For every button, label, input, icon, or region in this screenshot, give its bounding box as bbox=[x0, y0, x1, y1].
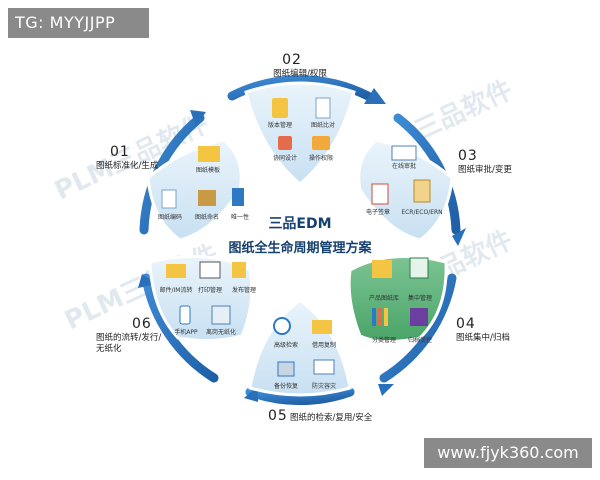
sector-number: 05 bbox=[268, 408, 288, 424]
watermark: 三品软件 bbox=[410, 75, 517, 146]
center-subtitle: 图纸全生命周期管理方案 bbox=[228, 240, 372, 256]
arrowhead-icon bbox=[190, 110, 206, 126]
document-icon bbox=[161, 189, 177, 209]
arrowhead-icon bbox=[452, 228, 466, 246]
sector-title: 图纸审批/变更 bbox=[458, 164, 512, 175]
item-label: 分类管理 bbox=[372, 336, 396, 344]
sector-number: 04 bbox=[456, 316, 476, 332]
item-label: 发布管理 bbox=[232, 286, 256, 294]
sector-title: 无纸化 bbox=[96, 343, 122, 354]
permission-icon bbox=[312, 136, 330, 150]
sector-number: 01 bbox=[110, 144, 130, 160]
printer-icon bbox=[199, 261, 221, 279]
item-label: 打印管理 bbox=[198, 286, 222, 294]
stamp-icon bbox=[371, 183, 389, 205]
folder-icon bbox=[272, 98, 288, 118]
sector-01-icons bbox=[161, 146, 244, 209]
item-label: 归档受控 bbox=[408, 336, 432, 344]
sector-title: 图纸标准化/生成 bbox=[96, 160, 159, 171]
sector-02-icons bbox=[272, 97, 331, 150]
binder-icon bbox=[378, 308, 382, 326]
document-icon bbox=[409, 257, 429, 279]
naming-icon bbox=[198, 190, 216, 206]
publish-icon bbox=[232, 262, 246, 278]
sector-04-icons bbox=[372, 257, 429, 326]
sector-title: 图纸的检索/复用/安全 bbox=[290, 412, 373, 423]
sector-03-icons bbox=[371, 145, 431, 205]
item-label: 高级检索 bbox=[274, 341, 298, 349]
item-label: 备份恢复 bbox=[274, 382, 298, 390]
ring-arc bbox=[245, 387, 355, 406]
collaboration-icon bbox=[278, 136, 292, 150]
phone-icon bbox=[179, 305, 191, 325]
sector-number: 06 bbox=[132, 316, 152, 332]
binder-icon bbox=[384, 308, 388, 326]
arrowhead-icon bbox=[378, 384, 394, 396]
item-label: 版本管理 bbox=[268, 121, 292, 129]
item-label: 图纸模板 bbox=[196, 166, 220, 174]
item-label: ECR/ECO/ERN bbox=[401, 209, 442, 216]
folder-icon bbox=[198, 146, 220, 162]
sector-05-icons bbox=[273, 317, 335, 377]
server-icon bbox=[313, 359, 335, 375]
item-label: 在线审批 bbox=[392, 162, 416, 170]
sector-title: 图纸集中/归档 bbox=[456, 332, 510, 343]
clipboard-icon bbox=[413, 179, 431, 203]
folder-icon bbox=[372, 260, 392, 278]
item-label: 电子签章 bbox=[366, 208, 390, 216]
backup-icon bbox=[277, 361, 295, 377]
books-icon bbox=[410, 308, 428, 326]
ring-arrowheads bbox=[138, 88, 466, 402]
ring-arc bbox=[227, 75, 373, 101]
item-label: 集中管理 bbox=[408, 294, 432, 302]
sector-number: 03 bbox=[458, 148, 478, 164]
item-label: 操作权限 bbox=[309, 154, 333, 162]
item-label: 图纸编码 bbox=[158, 213, 182, 221]
sector-title: 图纸编辑/权限 bbox=[273, 68, 327, 79]
document-icon bbox=[315, 97, 331, 119]
paperless-icon bbox=[211, 305, 231, 325]
tile-approval bbox=[357, 138, 454, 242]
arrowhead-icon bbox=[364, 88, 386, 104]
folder-icon bbox=[312, 320, 332, 334]
binders-icon bbox=[372, 308, 376, 326]
monitor-icon bbox=[391, 145, 417, 161]
item-label: 手机APP bbox=[174, 328, 198, 336]
item-label: 唯一性 bbox=[231, 213, 249, 221]
item-label: 邮件/IM流转 bbox=[160, 286, 193, 294]
item-label: 产品图纸库 bbox=[369, 294, 399, 302]
center-title: 三品EDM bbox=[268, 216, 331, 232]
item-label: 图纸命名 bbox=[195, 213, 219, 221]
item-label: 图纸比对 bbox=[311, 121, 335, 129]
website-badge: www.fjyk360.com bbox=[424, 438, 592, 468]
mail-icon bbox=[166, 264, 186, 278]
item-label: 防灾容灾 bbox=[312, 382, 336, 390]
sector-06-icons bbox=[166, 261, 246, 325]
tile-editing bbox=[244, 81, 356, 186]
sector-title: 图纸的流转/发行/ bbox=[96, 332, 161, 343]
telegram-badge: TG: MYYJJPP bbox=[8, 8, 149, 38]
item-label: 借用复制 bbox=[312, 341, 336, 349]
item-label: 协同设计 bbox=[273, 154, 297, 162]
ring-arc bbox=[379, 273, 457, 383]
sector-number: 02 bbox=[282, 52, 302, 68]
ring-arc bbox=[141, 273, 219, 383]
magnifier-icon bbox=[273, 317, 291, 335]
pencil-icon bbox=[232, 188, 244, 206]
item-label: 离岗无纸化 bbox=[206, 328, 236, 336]
